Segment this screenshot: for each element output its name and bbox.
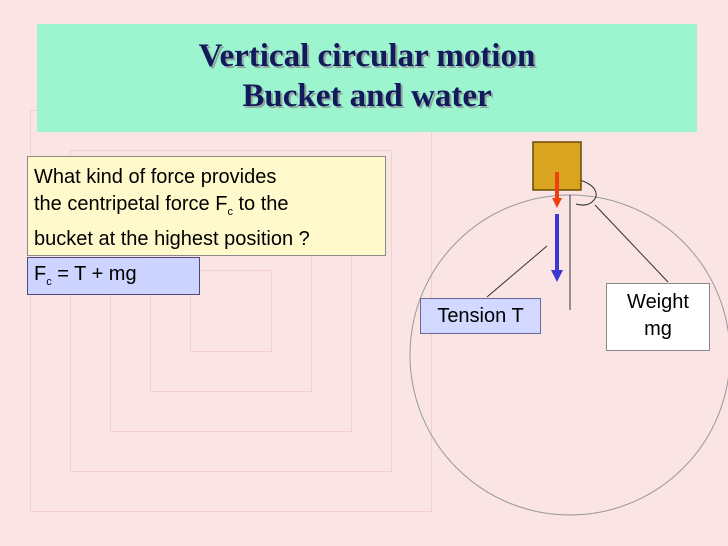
bg-square	[70, 150, 392, 472]
bucket-handle	[575, 179, 597, 206]
tension-label: Tension T	[420, 298, 541, 334]
tension-pointer	[486, 245, 548, 298]
slide-subtitle: Bucket and water	[242, 78, 492, 114]
answer-equation-box: Fc = T + mg	[27, 257, 200, 295]
weight-label: Weight mg	[606, 283, 710, 351]
weight-label-line-1: Weight	[627, 291, 689, 313]
circular-path	[409, 194, 728, 516]
answer-subscript: c	[46, 276, 52, 288]
slide-title: Vertical circular motion	[198, 38, 536, 74]
question-line-2: the centripetal force Fc to the	[34, 191, 379, 226]
answer-rest: = T + mg	[51, 263, 137, 285]
question-line-2-text: the centripetal force F	[34, 193, 228, 215]
weight-label-line-2: mg	[644, 318, 672, 340]
title-banner: Vertical circular motion Bucket and wate…	[37, 24, 697, 132]
question-subscript: c	[227, 206, 233, 218]
weight-pointer	[594, 204, 669, 283]
question-line-2-tail: to the	[232, 193, 289, 215]
bg-square	[190, 270, 272, 352]
question-text-box: What kind of force provides the centripe…	[27, 156, 386, 256]
question-line-3: bucket at the highest position ?	[34, 228, 310, 250]
answer-f: F	[34, 263, 47, 285]
question-line-1: What kind of force provides	[34, 166, 277, 188]
